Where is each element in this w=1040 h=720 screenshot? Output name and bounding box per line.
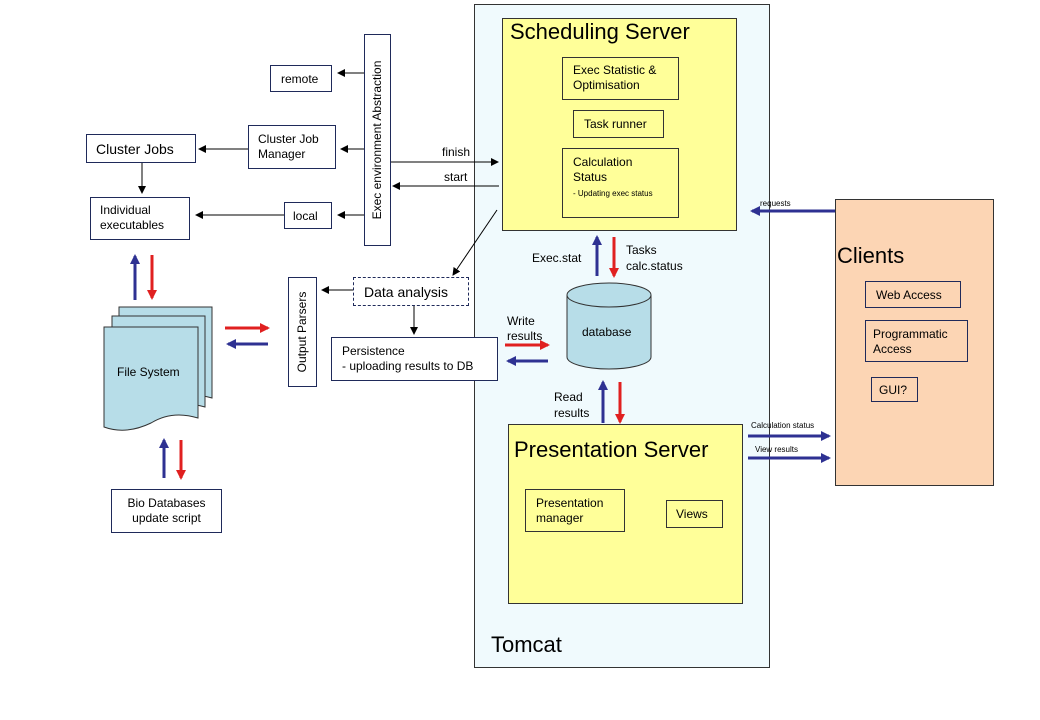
requests-label: requests — [760, 199, 791, 208]
cluster-jobs-box: Cluster Jobs — [86, 134, 196, 163]
database-label: database — [582, 325, 632, 339]
view-results-label: View results — [755, 445, 798, 454]
gui-box: GUI? — [871, 377, 918, 402]
calculation-status-title: Calculation Status — [573, 155, 633, 184]
clients-title: Clients — [837, 243, 905, 268]
finish-label: finish — [442, 145, 471, 159]
presentation-manager-box: Presentation manager — [525, 489, 625, 532]
exec-statistic-box: Exec Statistic & Optimisation — [562, 57, 679, 100]
programmatic-access-label: Programmatic Access — [873, 327, 948, 356]
write-label: Write — [507, 314, 535, 328]
read-results-label: results — [554, 406, 590, 420]
task-runner-label: Task runner — [584, 117, 647, 131]
calc-status-label: calc.status — [626, 259, 683, 273]
output-parsers-box — [288, 277, 317, 387]
arrow-to-data-analysis — [452, 209, 498, 276]
read-label: Read — [554, 390, 583, 404]
data-analysis-box: Data analysis — [353, 277, 469, 306]
start-label: start — [444, 170, 468, 184]
tasks-label: Tasks — [626, 243, 657, 257]
web-access-box: Web Access — [865, 281, 961, 308]
calculation-status-arrow-label: Calculation status — [751, 421, 815, 430]
persistence-note: - uploading results to DB — [342, 359, 474, 373]
cluster-jobs-label: Cluster Jobs — [96, 141, 174, 157]
cluster-job-manager-box: Cluster Job Manager — [248, 125, 336, 169]
web-access-label: Web Access — [876, 288, 942, 302]
presentation-server-title: Presentation Server — [514, 437, 709, 462]
persistence-box: Persistence - uploading results to DB — [331, 337, 498, 381]
calculation-status-note: - Updating exec status — [573, 189, 653, 198]
task-runner-box: Task runner — [573, 110, 664, 138]
file-system-label: File System — [117, 365, 180, 379]
write-results-label: results — [507, 329, 543, 343]
local-label: local — [293, 209, 318, 223]
bio-databases-label: Bio Databases update script — [127, 496, 206, 525]
scheduling-server-title: Scheduling Server — [510, 19, 690, 44]
remote-box: remote — [270, 65, 332, 92]
presentation-manager-label: Presentation manager — [536, 496, 604, 525]
remote-label: remote — [281, 72, 319, 86]
programmatic-access-box: Programmatic Access — [865, 320, 968, 362]
calculation-status-box: Calculation Status - Updating exec statu… — [562, 148, 679, 218]
views-box: Views — [666, 500, 723, 528]
data-analysis-label: Data analysis — [364, 284, 449, 300]
bio-databases-box: Bio Databases update script — [111, 489, 222, 533]
exec-env-abstraction-box — [364, 34, 391, 246]
persistence-title: Persistence — [342, 344, 405, 358]
cluster-job-manager-label: Cluster Job Manager — [258, 132, 319, 161]
individual-executables-box: Individual executables — [90, 197, 190, 240]
views-label: Views — [676, 507, 708, 521]
local-box: local — [284, 202, 332, 229]
exec-statistic-label: Exec Statistic & Optimisation — [573, 63, 657, 92]
presentation-server: Presentation Server — [508, 424, 743, 604]
tomcat-label: Tomcat — [491, 632, 562, 657]
gui-label: GUI? — [879, 383, 908, 397]
individual-executables-label: Individual executables — [100, 203, 165, 232]
exec-stat-label: Exec.stat — [532, 251, 582, 265]
